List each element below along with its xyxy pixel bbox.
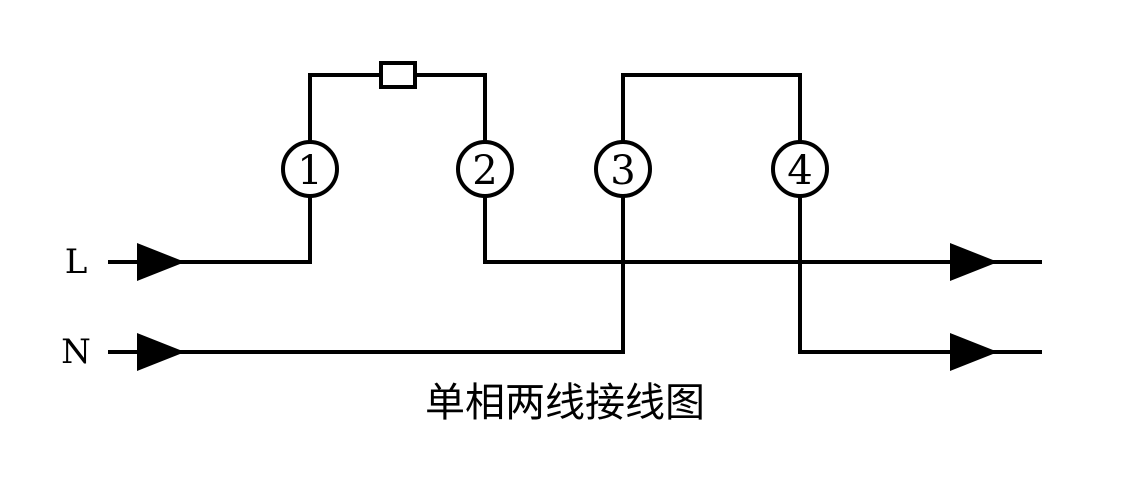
terminal-4-label: 4 — [787, 148, 812, 194]
terminal-2: 2 — [456, 140, 514, 198]
terminal-3: 3 — [594, 140, 652, 198]
terminal-4: 4 — [771, 140, 829, 198]
terminal-3-label: 3 — [610, 148, 635, 194]
neutral-output-wire — [798, 193, 1042, 354]
neutral-line-label: N — [61, 332, 91, 372]
live-input-arrow — [137, 243, 185, 281]
neutral-input-wire — [108, 193, 625, 354]
diagram-caption: 单相两线接线图 — [425, 380, 705, 426]
terminal-1-label: 1 — [297, 148, 322, 194]
neutral-output-arrow — [950, 333, 998, 371]
live-output-arrow — [950, 243, 998, 281]
neutral-link-wire — [621, 73, 802, 145]
terminal-1: 1 — [281, 140, 339, 198]
live-output-wire — [483, 193, 1042, 264]
live-line-label: L — [65, 242, 88, 282]
terminal-2-label: 2 — [472, 148, 497, 194]
fuse-element — [379, 61, 417, 89]
neutral-input-arrow — [137, 333, 185, 371]
